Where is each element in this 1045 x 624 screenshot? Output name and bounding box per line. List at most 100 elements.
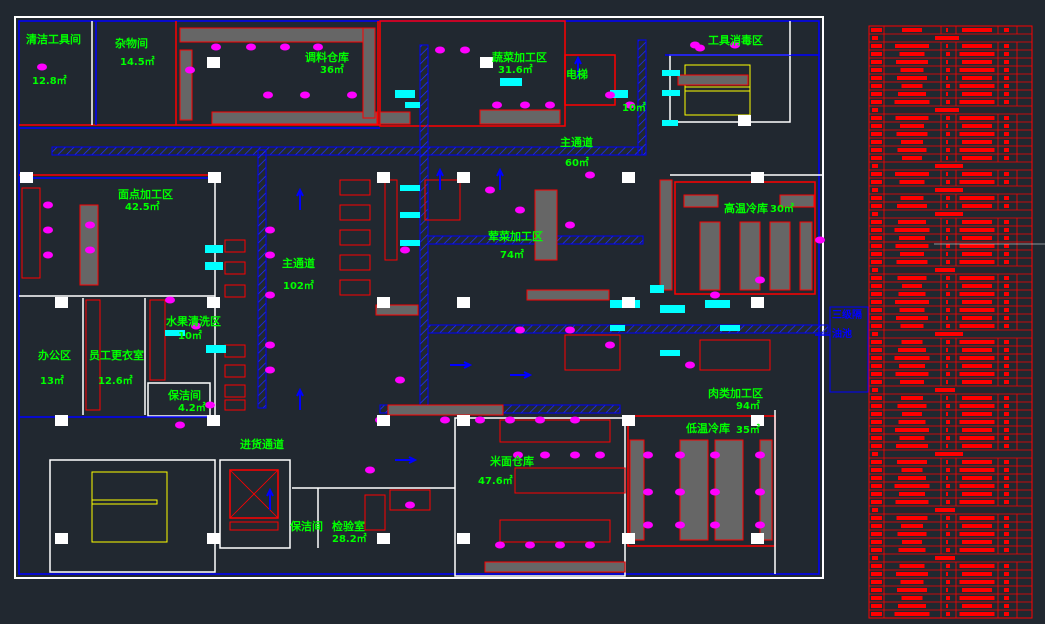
table-cell-block [871,140,882,144]
table-cell-block [1004,140,1009,144]
equipment-outline [149,299,166,381]
table-cell-block [946,348,948,352]
flow-arrow [395,456,418,464]
structural-column [207,297,220,308]
equipment-marker [485,186,495,194]
table-cell-block [962,156,992,160]
equipment-marker [755,521,765,529]
structural-column [751,415,764,426]
flow-arrow [450,361,473,369]
table-cell-block [962,428,992,432]
shelf [79,204,99,286]
table-cell-block [896,516,928,520]
equipment-marker [313,43,323,51]
table-cell-block [871,532,882,536]
table-cell-block [959,356,995,360]
table-cell-block [959,372,995,376]
equipment-outline [224,284,246,298]
table-cell-block [900,124,924,128]
table-cell-block [946,52,950,56]
table-cell-block [962,28,992,32]
equipment-outline [514,467,626,494]
table-cell-block [872,556,878,560]
table-cell-block [895,44,929,48]
table-cell-block [1004,316,1009,320]
table-cell-block [1004,100,1009,104]
table-cell-block [1004,484,1009,488]
table-cell-block [901,524,923,528]
equipment-marker [695,44,705,52]
table-cell-block [1004,228,1009,232]
table-cell-block [962,76,992,80]
room-label-office: 办公区 [38,348,71,362]
table-cell-block [871,132,882,136]
shelf [211,111,378,125]
table-cell-block [962,492,992,496]
table-cell-block [1004,444,1009,448]
table-cell-block [959,548,995,552]
table-cell-block [871,380,882,384]
table-cell-block [898,420,926,424]
shelf [484,561,626,573]
structural-column [377,297,390,308]
room-label-vegetable: 蔬菜加工区 [492,50,547,64]
table-cell-block [871,316,882,320]
room-label-pastry: 面点加工区 [118,187,173,201]
table-cell-block [946,284,948,288]
table-cell-block [959,292,995,296]
table-cell-block [896,444,928,448]
table-section-block [935,164,963,168]
equipment-marker [555,541,565,549]
table-cell-block [1004,156,1009,160]
shelf [677,74,749,86]
table-cell-block [872,164,878,168]
room-area-fruit-wash: 10㎡ [178,329,202,342]
table-cell-block [1004,436,1009,440]
sink-fixture [660,350,680,356]
table-cell-block [1004,420,1009,424]
sink-fixture [610,90,628,98]
equipment-outline [224,344,246,358]
outer-wall [14,16,824,579]
table-cell-block [1004,300,1009,304]
table-cell-block [962,364,992,368]
structural-column [207,415,220,426]
equipment-marker [405,501,415,509]
table-cell-block [1004,60,1009,64]
table-cell-block [946,428,948,432]
table-cell-block [959,132,995,136]
equipment-marker [675,521,685,529]
flow-arrow [296,187,304,210]
table-cell-block [946,100,950,104]
room-label-main-corridor-2: 主通道 [282,256,315,270]
equipment-marker [565,221,575,229]
room-label-storage: 杂物间 [115,36,148,50]
table-cell-block [901,468,923,472]
table-cell-block [959,244,995,248]
equipment-marker [595,451,605,459]
table-cell-block [946,156,948,160]
table-cell-block [962,604,992,608]
room-label-seasoning: 调料仓库 [305,50,349,64]
room-label-janitor-2: 保洁间 [289,519,323,533]
shelf [799,221,813,291]
table-cell-block [894,356,930,360]
equipment-marker [165,296,175,304]
equipment-outline [224,399,246,411]
table-section-block [935,212,963,216]
table-cell-block [897,588,927,592]
table-cell-block [1004,372,1009,376]
table-cell-block [895,500,929,504]
sink-fixture [662,90,680,96]
table-cell-block [1004,428,1009,432]
table-cell-block [962,348,992,352]
equipment-marker [265,251,275,259]
table-cell-block [959,324,995,328]
table-cell-block [871,252,882,256]
table-cell-block [946,372,950,376]
table-cell-block [898,292,926,296]
table-cell-block [871,308,882,312]
table-cell-block [962,524,992,528]
table-cell-block [898,604,926,608]
equipment-marker [85,221,95,229]
